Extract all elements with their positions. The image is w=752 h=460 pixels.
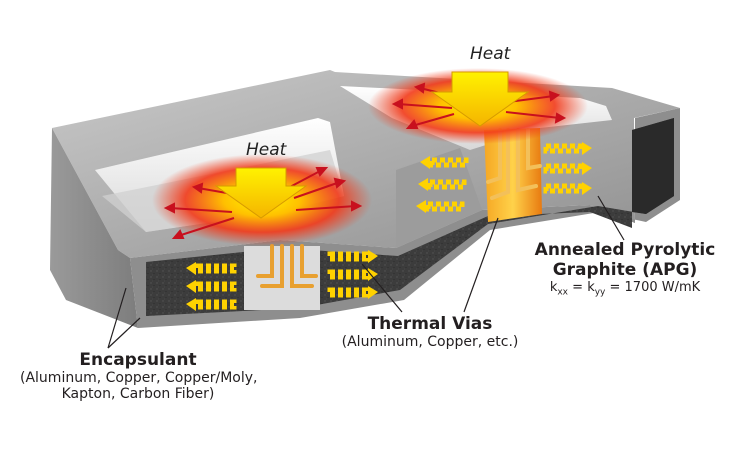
k-sub-xx: xx (557, 287, 569, 298)
arrow-row (327, 250, 378, 263)
arrow-row (543, 182, 592, 195)
right-heat-arrow (430, 71, 530, 127)
left-heat-arrow (214, 167, 308, 219)
arrow-row (416, 200, 465, 213)
left-heat-label: Heat (246, 140, 287, 160)
apg-conductivity: kxx = kyy = 1700 W/mK (530, 280, 720, 298)
thermal-vias-label: Thermal Vias (Aluminum, Copper, etc.) (330, 314, 530, 350)
arrow-row (186, 280, 237, 293)
apg-label: Annealed Pyrolytic Graphite (APG) kxx = … (530, 240, 720, 298)
encapsulant-materials-line2: Kapton, Carbon Fiber) (61, 386, 215, 402)
encapsulant-left-face (50, 128, 138, 328)
k-value: = 1700 W/mK (605, 280, 701, 295)
arrow-row (543, 162, 592, 175)
step-riser (396, 148, 482, 248)
left-via-flow-arrows (256, 244, 318, 288)
arrow-row (327, 268, 378, 281)
right-heat-label: Heat (470, 44, 511, 64)
encapsulant-title: Encapsulant (79, 350, 197, 370)
arrow-row (327, 286, 378, 299)
k-sub-yy: yy (594, 287, 606, 298)
right-via-flow-arrows (486, 128, 542, 200)
encapsulant-label: Encapsulant (Aluminum, Copper, Copper/Mo… (20, 350, 258, 402)
right-radial-arrows (391, 82, 567, 129)
arrow-row (186, 298, 237, 311)
arrow-row (186, 262, 237, 275)
k-symbol-2: k (587, 280, 595, 295)
left-radial-arrows (163, 167, 363, 239)
vias-title: Thermal Vias (367, 314, 493, 334)
k-symbol: k (549, 280, 558, 295)
arrow-row (543, 142, 592, 155)
leader-lines (107, 195, 625, 349)
apg-end-cap (632, 118, 674, 214)
arrow-row (420, 156, 469, 169)
apg-title-line1: Annealed Pyrolytic (534, 240, 716, 260)
arrow-row (418, 178, 467, 191)
apg-title-line2: Graphite (APG) (552, 260, 698, 280)
encapsulant-materials-line1: (Aluminum, Copper, Copper/Moly, (20, 370, 258, 386)
lateral-heat-arrows (186, 142, 592, 311)
vias-materials: (Aluminum, Copper, etc.) (341, 334, 519, 350)
k-equals: = (568, 280, 588, 295)
